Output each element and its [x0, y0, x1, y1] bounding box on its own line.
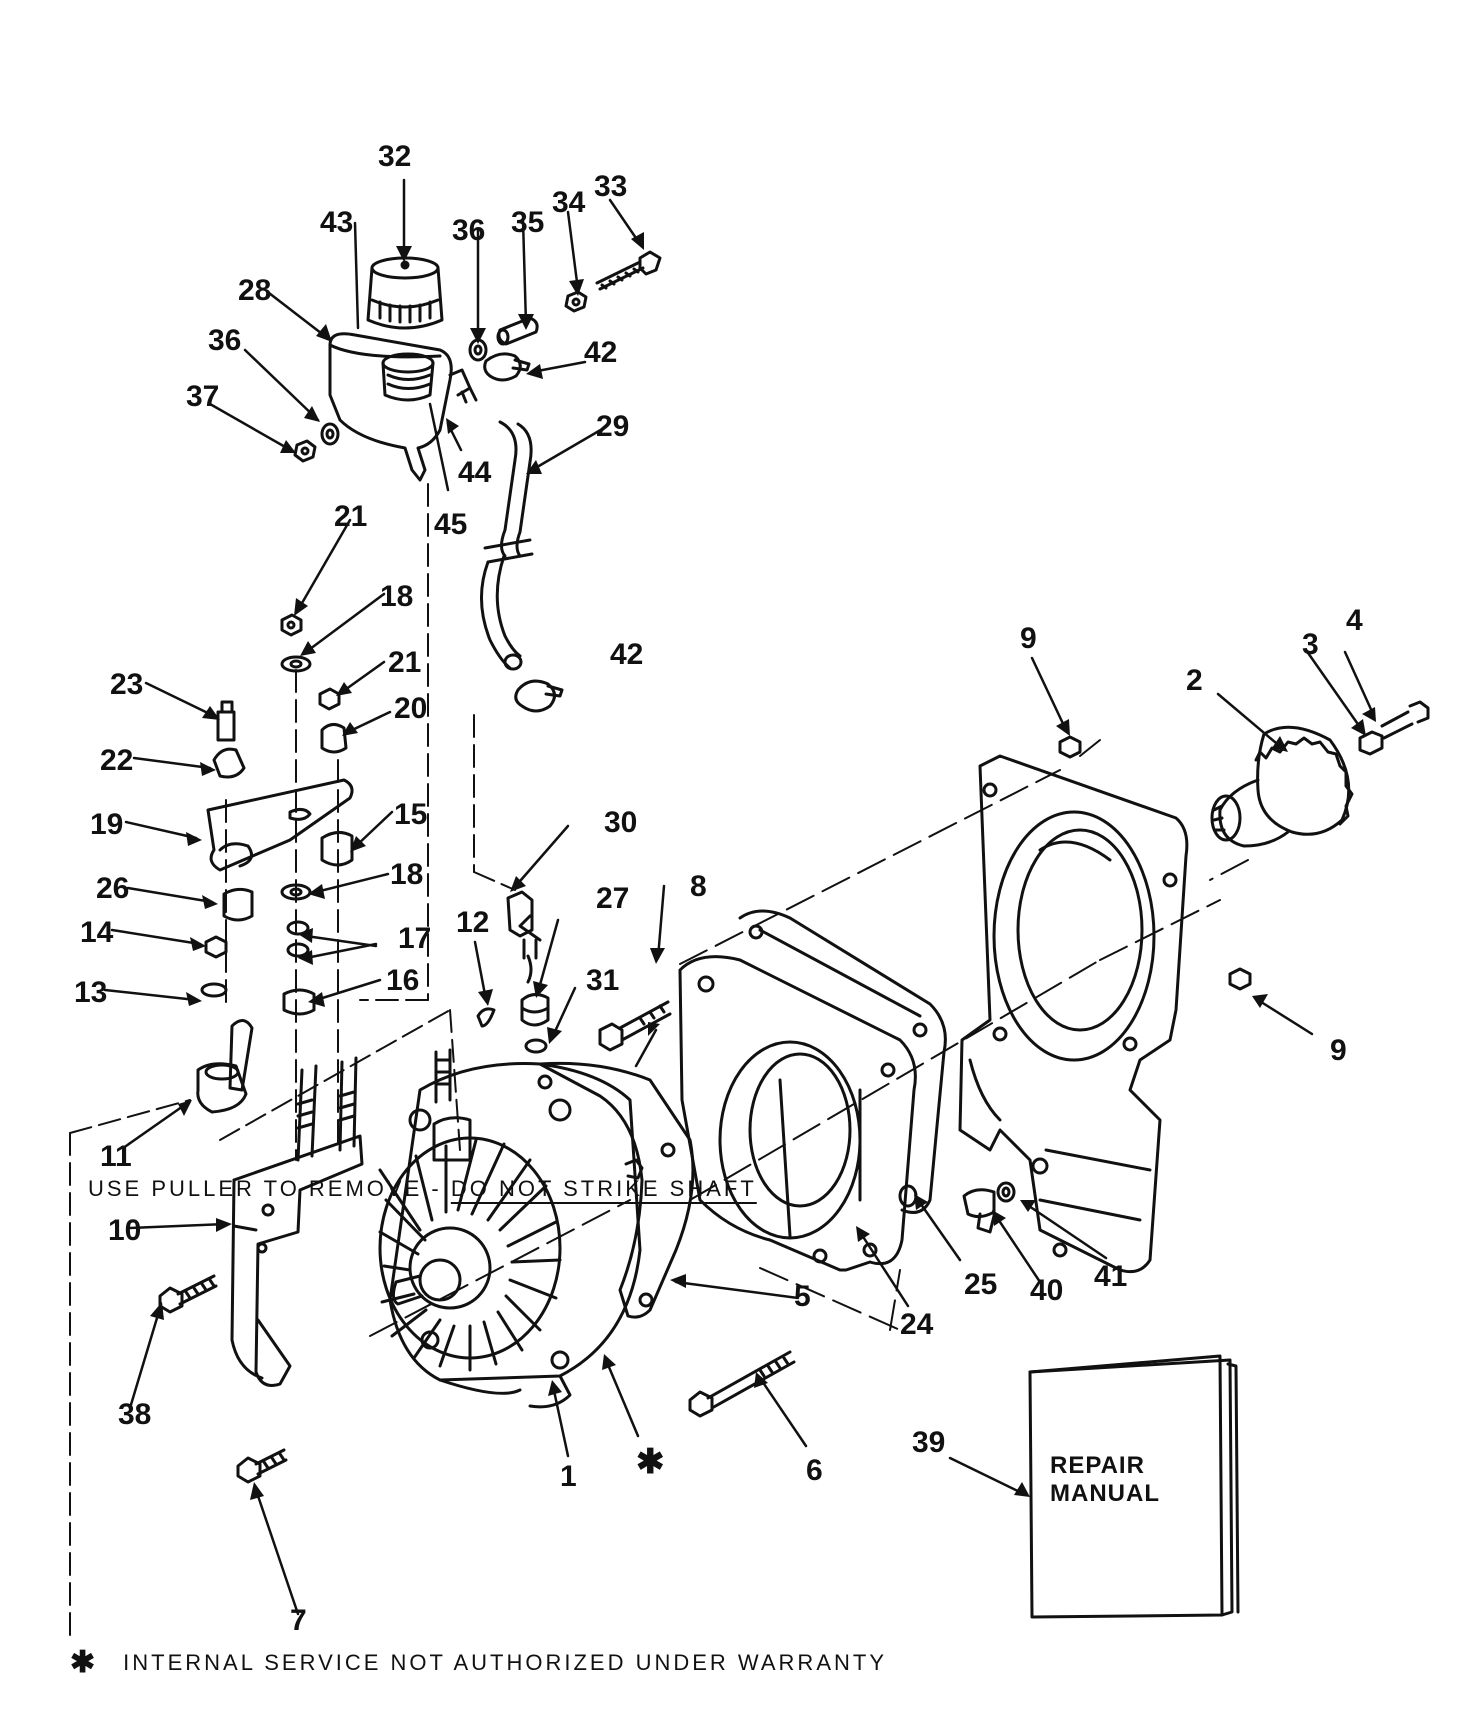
callout-20: 20 [394, 692, 427, 725]
callout-3: 3 [1302, 628, 1319, 661]
reservoir-body-28 [328, 332, 478, 482]
callout-36: 36 [208, 324, 241, 357]
repair-manual-line1: REPAIR [1050, 1452, 1145, 1479]
centerline [369, 739, 1249, 1337]
plug-40-41 [962, 1181, 1016, 1234]
mounting-bracket-10 [230, 1056, 364, 1387]
callout-29: 29 [596, 410, 629, 443]
repair-manual-39 [1028, 1354, 1240, 1619]
callout-19: 19 [90, 808, 123, 841]
callout-10: 10 [108, 1214, 141, 1247]
bolt-6 [688, 1350, 796, 1418]
callout-9: 9 [1330, 1034, 1347, 1067]
fitting-30-27-31 [476, 890, 550, 1054]
bolt-8 [598, 1000, 672, 1052]
callout-1: 1 [560, 1460, 577, 1493]
callout-30: 30 [604, 806, 637, 839]
bolt-38 [158, 1274, 218, 1314]
housing [958, 754, 1189, 1274]
callout-31: 31 [586, 964, 619, 997]
drive-gear-2 [1210, 700, 1430, 848]
callout-42: 42 [610, 638, 643, 671]
callout-18: 18 [390, 858, 423, 891]
callout-42: 42 [584, 336, 617, 369]
callout-45: 45 [434, 508, 467, 541]
callout-7: 7 [290, 1604, 307, 1637]
callout-43: 43 [320, 206, 353, 239]
callout-33: 33 [594, 170, 627, 203]
leader-arrows [103, 178, 1376, 1616]
callout-22: 22 [100, 744, 133, 777]
callout-41: 41 [1094, 1260, 1127, 1293]
callout-11: 11 [100, 1140, 132, 1173]
callout-38: 38 [118, 1398, 151, 1431]
callout-36: 36 [452, 214, 485, 247]
callout-39: 39 [912, 1426, 945, 1459]
adapter-plate-24 [678, 955, 917, 1272]
callout-14: 14 [80, 916, 114, 949]
callout-4: 4 [1346, 604, 1363, 637]
callout-27: 27 [596, 882, 629, 915]
reservoir-cap-32 [366, 256, 444, 330]
callouts: 32 43 36 35 34 33 28 36 37 42 29 44 45 2… [74, 140, 1363, 1637]
hose-29 [480, 420, 564, 713]
callout-15: 15 [394, 798, 427, 831]
puller-note: USE PULLER TO REMOVE - DO NOT STRIKE SHA… [88, 1176, 757, 1202]
warranty-asterisk-icon: ✱ [70, 1646, 96, 1679]
puller-note-warning: DO NOT STRIKE SHAFT [450, 1176, 757, 1201]
alternator-1 [378, 1048, 642, 1409]
callout-2: 2 [1186, 664, 1203, 697]
callout-40: 40 [1030, 1274, 1063, 1307]
callout-26: 26 [96, 872, 129, 905]
callout-16: 16 [386, 964, 419, 997]
repair-manual-label: REPAIR MANUAL [1050, 1452, 1160, 1508]
mounting-dash-lines [69, 483, 516, 1641]
callout-5: 5 [794, 1280, 811, 1313]
bracket-hardware-stack [196, 613, 354, 1114]
callout-44: 44 [458, 456, 492, 489]
callout-32: 32 [378, 140, 411, 173]
callout-18: 18 [380, 580, 413, 613]
callout-24: 24 [900, 1308, 934, 1341]
callout-25: 25 [964, 1268, 997, 1301]
reservoir-mount-hardware [293, 422, 340, 463]
callout-21: 21 [388, 646, 421, 679]
callout-35: 35 [511, 206, 544, 239]
puller-note-prefix: USE PULLER TO REMOVE - [88, 1176, 451, 1201]
warranty-note-text: INTERNAL SERVICE NOT AUTHORIZED UNDER WA… [123, 1649, 887, 1675]
gasket-5 [537, 1061, 695, 1319]
nut-9 [1058, 735, 1252, 991]
spacer-hardware-33-36 [468, 250, 662, 382]
arrowheads [150, 232, 1376, 1500]
callout-8: 8 [690, 870, 707, 903]
repair-manual-line2: MANUAL [1050, 1480, 1160, 1507]
callout-6: 6 [806, 1454, 823, 1487]
asterisk-marker: ✱ [636, 1443, 665, 1481]
callout-12: 12 [456, 906, 489, 939]
callout-23: 23 [110, 668, 143, 701]
callout-13: 13 [74, 976, 107, 1009]
callout-17: 17 [398, 922, 431, 955]
callout-9: 9 [1020, 622, 1037, 655]
callout-21: 21 [334, 500, 367, 533]
callout-37: 37 [186, 380, 219, 413]
warranty-note: ✱ INTERNAL SERVICE NOT AUTHORIZED UNDER … [70, 1645, 887, 1680]
callout-34: 34 [552, 186, 586, 219]
callout-28: 28 [238, 274, 271, 307]
bolt-7 [236, 1448, 288, 1484]
